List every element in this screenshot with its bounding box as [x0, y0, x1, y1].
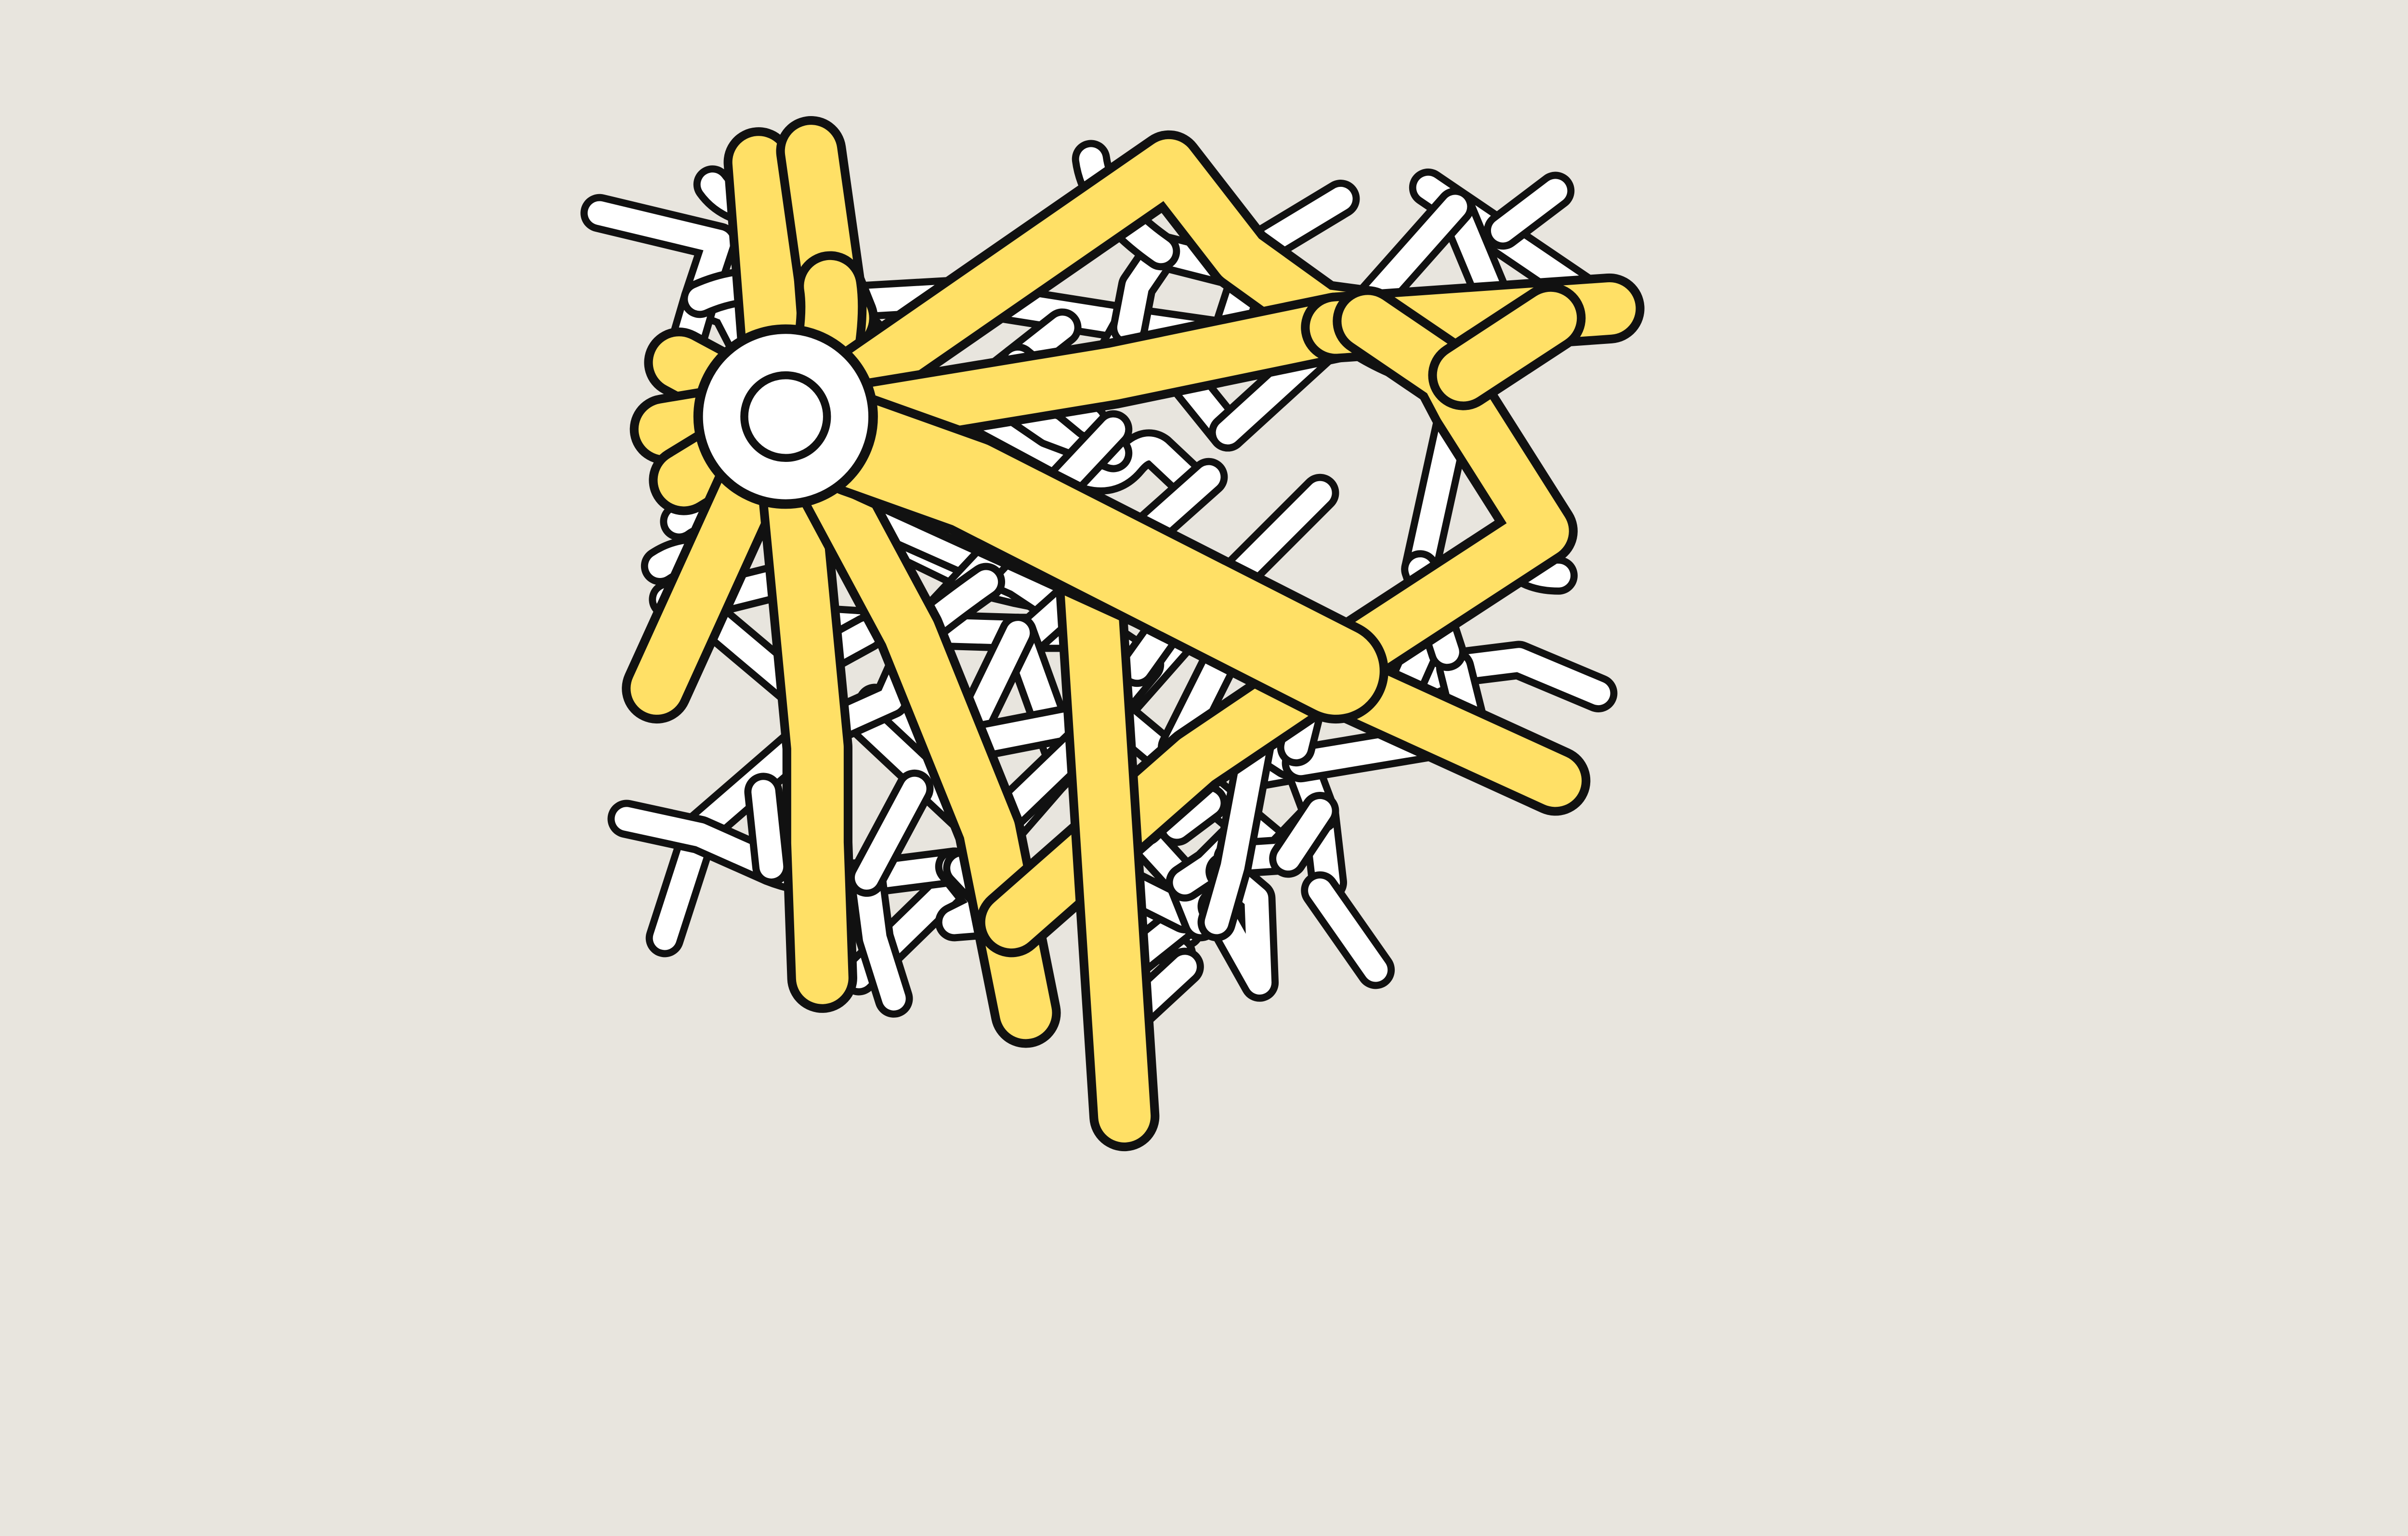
boulevard-segment [806, 393, 1388, 724]
major-road-segment [808, 292, 1371, 453]
major-road-segment [1054, 534, 1160, 1152]
wide-boulevard [806, 393, 1388, 724]
street-segment [744, 773, 791, 886]
street-segment [1197, 720, 1276, 942]
major-road-segment [622, 426, 796, 724]
street-segment [1301, 871, 1395, 989]
street-segment [1158, 784, 1228, 846]
street-segment [1484, 171, 1575, 250]
major-road-segment [755, 429, 857, 1013]
street-segment [1269, 792, 1339, 878]
major-road-segment [1428, 283, 1586, 410]
roundabout [693, 324, 878, 509]
street-segment [848, 858, 913, 1018]
street-segment [1348, 187, 1475, 325]
street-segment [848, 769, 934, 897]
